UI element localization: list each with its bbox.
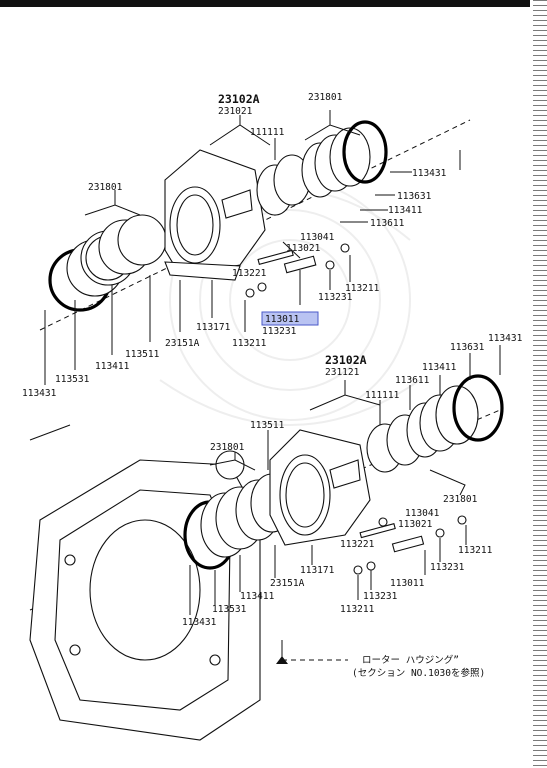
label-113431-r: 113431 bbox=[412, 168, 447, 179]
top-assembly: 23102A 231021 111111 231801 231801 11343… bbox=[22, 92, 471, 399]
label-b-113411-l: 113411 bbox=[240, 591, 275, 602]
label-113011[interactable]: 113011 bbox=[265, 314, 300, 325]
label-b-113511: 113511 bbox=[250, 420, 285, 431]
bottom-rotor-housing bbox=[269, 429, 371, 546]
label-113411-r: 113411 bbox=[388, 205, 423, 216]
label-113171: 113171 bbox=[196, 322, 231, 333]
label-23151A: 23151A bbox=[165, 338, 200, 349]
seal-ring-113431-right bbox=[342, 120, 388, 184]
label-113531: 113531 bbox=[55, 374, 90, 385]
label-113021: 113021 bbox=[286, 243, 321, 254]
label-b-113211-r: 113211 bbox=[458, 545, 493, 556]
label-b-113531: 113531 bbox=[212, 604, 247, 615]
label-b-23151A: 23151A bbox=[270, 578, 305, 589]
label-113231-r: 113231 bbox=[318, 292, 353, 303]
label-113611: 113611 bbox=[370, 218, 405, 229]
label-b-113171: 113171 bbox=[300, 565, 335, 576]
top-axis bbox=[39, 119, 471, 331]
label-113211-b: 113211 bbox=[232, 338, 267, 349]
label-b-113431-r: 113431 bbox=[488, 333, 523, 344]
label-231801-l: 231801 bbox=[88, 182, 123, 193]
label-113211-r: 113211 bbox=[345, 283, 380, 294]
top-rule bbox=[0, 0, 530, 7]
note-line1: ローター ハウジング” bbox=[362, 654, 459, 666]
bottom-leaders bbox=[189, 345, 501, 615]
label-231801-r: 231801 bbox=[308, 92, 343, 103]
label-113041: 113041 bbox=[300, 232, 335, 243]
label-b-113231-r: 113231 bbox=[430, 562, 465, 573]
label-b-113211-b: 113211 bbox=[340, 604, 375, 615]
seal-ring-113431-bottom-right bbox=[452, 374, 504, 442]
bottom-assembly: 23102A 231121 113431 113631 113411 11361… bbox=[29, 333, 523, 741]
label-b-113041: 113041 bbox=[405, 508, 440, 519]
top-rotor-housing bbox=[164, 149, 266, 281]
label-b-113431-l: 113431 bbox=[182, 617, 217, 628]
bottom-small-parts bbox=[353, 515, 467, 575]
top-main-code: 23102A bbox=[218, 92, 260, 106]
bottom-main-code: 23102A bbox=[325, 353, 367, 367]
page-edge bbox=[533, 0, 547, 768]
label-111111: 111111 bbox=[250, 127, 285, 138]
label-b-111111: 111111 bbox=[365, 390, 400, 401]
highlight-113011 bbox=[261, 311, 319, 326]
bottom-sub-code: 231121 bbox=[325, 367, 360, 378]
label-113631: 113631 bbox=[397, 191, 432, 202]
label-b-113631: 113631 bbox=[450, 342, 485, 353]
top-left-ring-stack bbox=[48, 214, 167, 312]
top-right-ring-stack bbox=[256, 120, 388, 216]
arrow-icon bbox=[276, 656, 288, 664]
note-line2: (セクション NO.1030を参照) bbox=[352, 667, 485, 679]
label-b-231801-l: 231801 bbox=[210, 442, 245, 453]
label-b-113411: 113411 bbox=[422, 362, 457, 373]
label-113411-l: 113411 bbox=[95, 361, 130, 372]
label-113511: 113511 bbox=[125, 349, 160, 360]
top-sub-code: 231021 bbox=[218, 106, 253, 117]
label-b-113611: 113611 bbox=[395, 375, 430, 386]
label-113221: 113221 bbox=[232, 268, 267, 279]
label-b-113221: 113221 bbox=[340, 539, 375, 550]
top-small-parts bbox=[245, 243, 350, 298]
top-leaders bbox=[44, 110, 412, 385]
label-113431-l: 113431 bbox=[22, 388, 57, 399]
label-b-113231-b: 113231 bbox=[363, 591, 398, 602]
label-b-231801-r: 231801 bbox=[443, 494, 478, 505]
label-b-113011: 113011 bbox=[390, 578, 425, 589]
bottom-right-ring-stack bbox=[366, 374, 504, 473]
label-b-113021: 113021 bbox=[398, 519, 433, 530]
label-113231-b: 113231 bbox=[262, 326, 297, 337]
